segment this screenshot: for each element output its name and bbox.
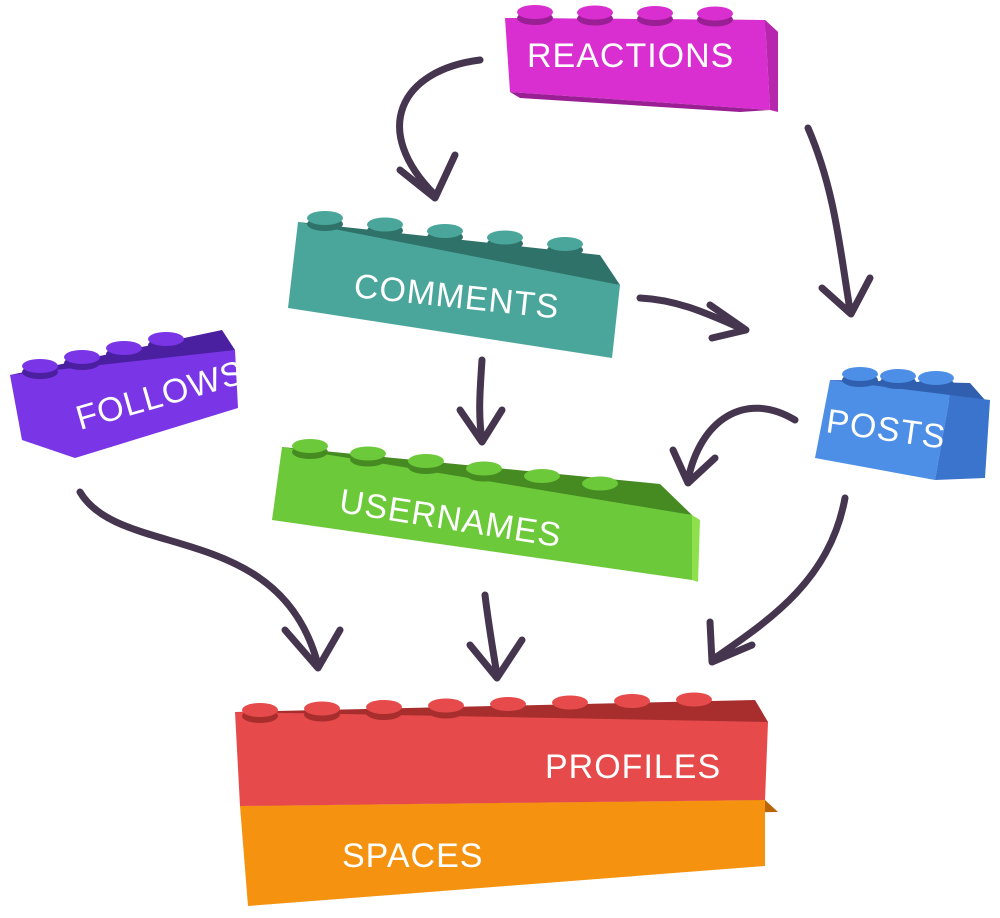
- block-reactions: REACTIONS: [505, 5, 778, 112]
- brick-stud-top: [552, 695, 588, 710]
- arrow-reactions-to-posts: [804, 124, 874, 318]
- brick-stud-top: [466, 461, 502, 476]
- block-posts-front: [815, 380, 950, 480]
- block-profiles: PROFILES: [235, 692, 768, 806]
- block-comments: COMMENTS: [288, 211, 620, 358]
- block-profiles-studs: [242, 692, 712, 723]
- block-follows-studs: [22, 332, 184, 379]
- block-usernames-studs: [292, 439, 618, 497]
- brick-stud-top: [304, 701, 340, 716]
- brick-stud-top: [842, 367, 878, 381]
- brick-stud-top: [106, 341, 142, 355]
- brick-stud-top: [490, 697, 526, 711]
- arrow-usernames-to-profiles: [466, 591, 526, 682]
- brick-stud-top: [242, 703, 278, 717]
- brick-stud-top: [408, 454, 444, 468]
- block-profiles-front: [235, 712, 768, 806]
- block-comments-studs: [307, 211, 583, 257]
- brick-stud-top: [637, 6, 673, 20]
- block-spaces: SPACES: [240, 800, 778, 906]
- block-follows-front: [10, 350, 238, 458]
- block-spaces-front: [240, 800, 765, 906]
- block-profiles-label: PROFILES: [545, 748, 721, 786]
- brick-stud-top: [292, 439, 328, 453]
- block-posts-studs: [842, 367, 954, 391]
- block-usernames-front: [272, 447, 692, 580]
- arrow-comments-to-posts: [636, 294, 750, 342]
- brick-stud-top: [22, 359, 58, 373]
- block-reactions-label: REACTIONS: [527, 37, 734, 75]
- brick-stud-top: [148, 332, 184, 346]
- brick-stud-top: [614, 694, 650, 708]
- block-usernames: USERNAMES: [272, 439, 700, 582]
- brick-stud-top: [517, 5, 553, 19]
- arrow-posts-to-usernames: [669, 404, 799, 487]
- block-spaces-label: SPACES: [342, 837, 483, 875]
- block-reactions-front: [505, 18, 770, 110]
- brick-stud-top: [547, 237, 583, 251]
- arrow-follows-to-profiles: [76, 488, 344, 672]
- brick-stud-top: [366, 700, 402, 714]
- brick-stud-top: [307, 211, 343, 225]
- block-follows: FOLLOWS: [10, 330, 249, 458]
- block-posts: POSTS: [815, 367, 990, 480]
- brick-stud-top: [64, 350, 100, 364]
- brick-stud-top: [367, 217, 403, 232]
- block-usernames-side: [692, 515, 700, 582]
- brick-stud-top: [427, 224, 463, 238]
- arrows: [76, 56, 874, 682]
- brick-stud-top: [918, 371, 954, 385]
- block-reactions-studs: [517, 5, 733, 27]
- brick-stud-top: [697, 6, 733, 21]
- brick-stud-top: [428, 698, 464, 713]
- block-reactions-side: [765, 20, 778, 112]
- arrow-reactions-to-comments: [396, 56, 484, 202]
- brick-stud-top: [350, 446, 386, 461]
- block-reactions-bottom: [510, 92, 770, 112]
- brick-stud-top: [487, 230, 523, 245]
- brick-stud-top: [524, 469, 560, 483]
- block-posts-side: [935, 395, 990, 480]
- brick-stud-top: [676, 692, 712, 707]
- arrow-posts-to-profiles: [706, 494, 849, 666]
- brick-stud-top: [880, 369, 916, 383]
- block-comments-front: [288, 222, 620, 358]
- brick-stud-top: [582, 476, 618, 491]
- arrow-comments-to-usernames: [456, 356, 506, 446]
- brick-stud-top: [577, 5, 613, 20]
